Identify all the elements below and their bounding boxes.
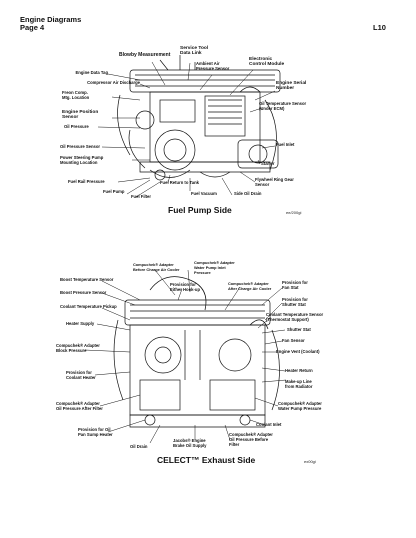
label-ambient-air-pressure-sensor: Ambient Air Pressure Sensor bbox=[196, 61, 230, 71]
label-fuel-rail-pressure: Fuel Rail Pressure bbox=[68, 179, 105, 184]
label-compuchek-water-pump-pressure: Compuchek® Adapter Water Pump Pressure bbox=[278, 401, 322, 411]
label-provision-shutter-stat: Provision for Shutter Stat bbox=[282, 297, 308, 307]
label-power-steering-pump: Power Steering Pump Mounting Location bbox=[60, 155, 104, 165]
label-compuchek-before-charge-air-cooler: Compuchek® Adapter Before Charge Air Coo… bbox=[133, 262, 180, 272]
label-oil-drain: Oil Drain bbox=[130, 444, 148, 449]
label-freon-comp-location: Freon Comp. Mtg. Location bbox=[62, 90, 90, 100]
label-fuel-return-to-tank: Fuel Return to Tank bbox=[160, 180, 200, 185]
label-service-tool-data-link: Service Tool Data Link bbox=[180, 46, 209, 56]
label-coolant-temperature-pickup: Coolant Temperature Pickup bbox=[60, 304, 117, 309]
label-electronic-control-module: Electronic Control Module bbox=[249, 57, 285, 67]
label-side-oil-drain: Side Oil Drain bbox=[234, 191, 262, 196]
label-fuel-filter: Fuel Filter bbox=[131, 194, 152, 199]
exhaust-side-caption: CELECT™ Exhaust Side bbox=[157, 455, 256, 465]
label-provision-coolant-heater: Provision for Coolant Heater bbox=[66, 370, 96, 380]
label-compuchek-oil-pressure-after-filter: Compuchek® Adapter Oil Pressure After Fi… bbox=[56, 401, 103, 411]
fuel-pump-side-engine-drawing bbox=[117, 55, 281, 181]
label-oil-pressure-sensor: Oil Pressure Sensor bbox=[60, 144, 101, 149]
label-fuel-pump: Fuel Pump bbox=[103, 189, 125, 194]
label-engine-data-tag: Engine Data Tag bbox=[75, 70, 109, 75]
label-engine-serial-number: Engine Serial Number bbox=[276, 81, 307, 91]
label-compuchek-oil-pressure-before-filter: Compuchek® Adapter Oil Pressure Before F… bbox=[229, 432, 273, 447]
label-starter: Starter bbox=[261, 161, 275, 166]
label-jacobs-engine-brake: Jacobs® Engine Brake Oil Supply bbox=[173, 438, 207, 448]
label-blowby-measurement: Blowby Measurement bbox=[119, 52, 171, 58]
label-shutter-stat: Shutter Stat bbox=[287, 327, 311, 332]
label-compuchek-block-pressure: Compuchek® Adapter Block Pressure bbox=[56, 343, 100, 353]
label-coolant-temperature-sensor: Coolant Temperature Sensor (Thermostat S… bbox=[266, 312, 324, 322]
label-compressor-air-discharge: Compressor Air Discharge bbox=[87, 80, 140, 85]
label-engine-vent-coolant: Engine Vent (Coolant) bbox=[276, 349, 320, 354]
fuel-pump-side-caption: Fuel Pump Side bbox=[168, 205, 232, 215]
label-fuel-inlet: Fuel Inlet bbox=[276, 142, 295, 147]
label-provision-oil-pan-sump-heater: Provision for Oil Pan Sump Heater bbox=[78, 427, 113, 437]
document-title: Engine Diagrams bbox=[20, 15, 82, 24]
label-heater-return: Heater Return bbox=[285, 368, 313, 373]
label-engine-position-sensor: Engine Position Sensor bbox=[62, 110, 99, 120]
engine-code: L10 bbox=[373, 23, 386, 32]
label-oil-temperature-sensor: Oil Temperature Sensor (Under ECM) bbox=[259, 101, 307, 111]
label-oil-pressure: Oil Pressure bbox=[64, 124, 89, 129]
label-make-up-line: Make-up Line from Radiator bbox=[285, 379, 313, 389]
label-compuchek-water-pump-inlet: Compuchek® Adapter Water Pump Inlet Pres… bbox=[194, 260, 235, 275]
label-heater-supply: Heater Supply bbox=[66, 321, 95, 326]
page-number: Page 4 bbox=[20, 23, 45, 32]
fuel-pump-side-figure-code: ee/200gi bbox=[286, 210, 302, 215]
label-flywheel-ring-gear-sensor: Flywheel Ring Gear Sensor bbox=[255, 177, 294, 187]
label-provision-fan-stat: Provision for Fan Stat bbox=[282, 280, 308, 290]
label-provision-either-hookup: Provision for Either Hook-up bbox=[170, 282, 201, 292]
label-boost-temperature-sensor: Boost Temperature Sensor bbox=[60, 277, 114, 282]
exhaust-side-figure-code: ex00gi bbox=[304, 459, 316, 464]
label-fan-sensor: Fan Sensor bbox=[282, 338, 305, 343]
label-boost-pressure-sensor: Boost Pressure Sensor bbox=[60, 290, 107, 295]
exhaust-side-engine-drawing bbox=[113, 276, 280, 428]
label-coolant-inlet: Coolant Inlet bbox=[256, 422, 282, 427]
label-fuel-vacuum: Fuel Vacuum bbox=[191, 191, 217, 196]
label-compuchek-after-charge-air-cooler: Compuchek® Adapter After Charge Air Cool… bbox=[228, 281, 272, 291]
